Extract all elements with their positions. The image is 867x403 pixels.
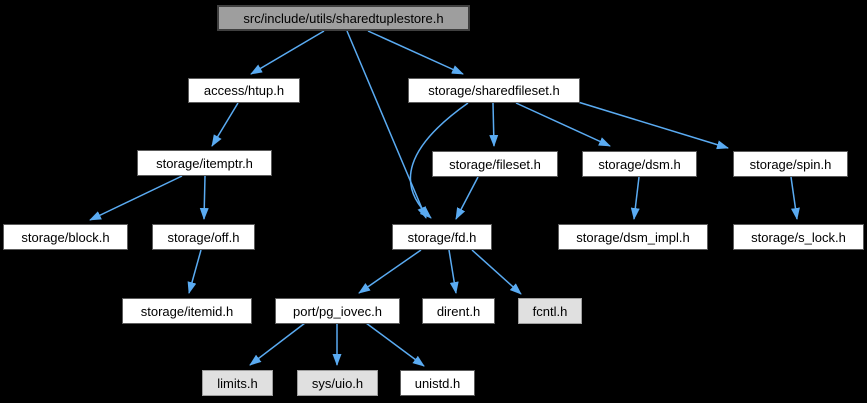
edge-sharedfileset-dsm (515, 102, 611, 147)
edge-fd-fcntl (471, 249, 522, 295)
edge-fd-pg-iovec (358, 249, 422, 294)
edge-itemptr-off (199, 175, 209, 220)
node-itemptr[interactable]: storage/itemptr.h (137, 150, 272, 176)
edge-sharedfileset-spin (577, 101, 729, 150)
node-itemid[interactable]: storage/itemid.h (122, 298, 252, 324)
node-s-lock[interactable]: storage/s_lock.h (733, 224, 864, 250)
node-fd[interactable]: storage/fd.h (392, 224, 492, 250)
edge-off-itemid (187, 249, 202, 294)
edge-group (89, 30, 800, 367)
edge-fileset-fd (455, 176, 479, 220)
node-limits: limits.h (202, 370, 273, 396)
edge-sharedtuplestore-fd (346, 30, 427, 219)
edge-sharedtuplestore-htup (250, 30, 325, 75)
node-block[interactable]: storage/block.h (3, 224, 128, 250)
edge-itemptr-block (89, 175, 183, 221)
edge-sharedtuplestore-sharedfileset (367, 30, 464, 75)
edge-spin-s-lock (790, 176, 800, 220)
node-htup[interactable]: access/htup.h (188, 78, 300, 103)
node-pg-iovec[interactable]: port/pg_iovec.h (275, 298, 400, 324)
node-sharedtuplestore: src/include/utils/sharedtuplestore.h (217, 5, 470, 31)
node-sharedfileset[interactable]: storage/sharedfileset.h (408, 78, 580, 103)
node-unistd[interactable]: unistd.h (400, 370, 475, 396)
edge-pg-iovec-unistd (365, 322, 425, 367)
edge-fd-dirent (448, 249, 459, 294)
edge-dsm-dsm-impl (630, 176, 640, 220)
edge-sharedfileset-fd (409, 102, 469, 219)
node-off[interactable]: storage/off.h (152, 224, 255, 250)
node-dirent[interactable]: dirent.h (422, 298, 495, 324)
node-fileset[interactable]: storage/fileset.h (432, 151, 558, 177)
edge-sharedfileset-fileset (489, 102, 499, 147)
node-spin[interactable]: storage/spin.h (733, 151, 848, 177)
edge-htup-itemptr (211, 102, 239, 147)
edge-pg-iovec-limits (249, 322, 306, 366)
node-fcntl: fcntl.h (518, 298, 582, 324)
node-dsm-impl[interactable]: storage/dsm_impl.h (558, 224, 708, 250)
node-sys-uio: sys/uio.h (297, 370, 378, 396)
node-dsm[interactable]: storage/dsm.h (582, 151, 697, 177)
